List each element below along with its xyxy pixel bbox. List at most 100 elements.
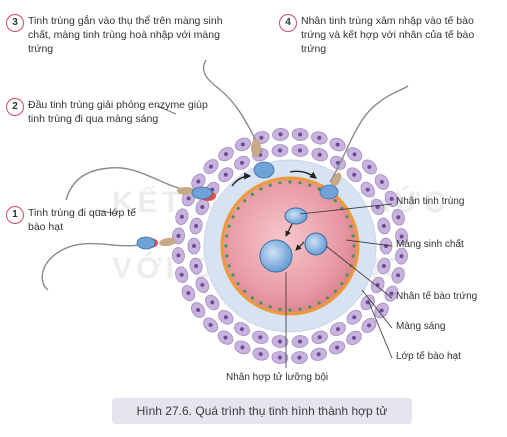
granulosa-cell-nucleus	[389, 291, 394, 296]
membrane-granule	[231, 273, 235, 277]
granulosa-cell-nucleus	[194, 224, 199, 228]
granulosa-cell-nucleus	[379, 308, 384, 313]
granulosa-cell-nucleus	[298, 148, 302, 153]
granulosa-cell-nucleus	[381, 264, 386, 268]
granulosa-cell-nucleus	[176, 233, 181, 238]
label-egg-nucleus: Nhân tế bào trứng	[396, 291, 478, 302]
label-granulosa-layer: Lớp tế bào hạt	[396, 351, 461, 362]
granulosa-cell-nucleus	[381, 224, 386, 228]
sperm-nucleus	[284, 207, 308, 225]
step-number: 3	[6, 14, 24, 32]
membrane-granule	[278, 181, 282, 185]
granulosa-cell-nucleus	[352, 152, 357, 157]
step-number: 2	[6, 98, 24, 116]
egg-nucleus	[304, 232, 328, 256]
granulosa-cell-nucleus	[179, 272, 184, 277]
arrow-sperm-to-zygote	[285, 223, 293, 237]
membrane-granule	[227, 224, 231, 228]
granulosa-cell-nucleus	[317, 135, 322, 140]
membrane-granule	[298, 307, 302, 311]
membrane-granule	[231, 215, 235, 219]
membrane-granule	[250, 192, 254, 196]
granulosa-cell-nucleus	[278, 339, 282, 344]
granulosa-cell-nucleus	[194, 264, 199, 268]
membrane-granule	[326, 296, 330, 300]
granulosa-cell-nucleus	[365, 187, 370, 192]
membrane-granule	[345, 215, 349, 219]
granulosa-cell-nucleus	[352, 315, 357, 320]
step-3: 3 Tinh trùng gắn vào thụ thể trên màng s…	[6, 14, 231, 56]
granulosa-cell-nucleus	[317, 335, 322, 340]
label-zona-pellucida: Màng sáng	[396, 321, 446, 332]
granulosa-cell-nucleus	[223, 315, 228, 320]
granulosa-cell-nucleus	[186, 196, 191, 201]
granulosa-cell-nucleus	[389, 196, 394, 201]
granulosa-cell-nucleus	[196, 179, 201, 184]
membrane-granule	[224, 244, 228, 248]
granulosa-cell-nucleus	[352, 335, 356, 340]
granulosa-cell-nucleus	[379, 180, 384, 184]
label-sperm-nucleus: Nhân tinh trùng	[396, 196, 465, 207]
granulosa-cell-nucleus	[258, 335, 263, 340]
granulosa-cell-nucleus	[258, 352, 263, 357]
membrane-granule	[236, 282, 240, 286]
granulosa-cell-nucleus	[335, 142, 340, 147]
granulosa-cell-nucleus	[367, 165, 372, 169]
step-text: Tinh trùng đi qua lớp tế bào hạt	[28, 207, 137, 233]
membrane-granule	[268, 183, 272, 187]
plasma-membrane-dots	[224, 180, 356, 312]
step-text: Tinh trùng gắn vào thụ thể trên màng sin…	[28, 15, 223, 55]
granulosa-cell-nucleus	[367, 323, 371, 328]
label-plasma-membrane: Màng sinh chất	[396, 239, 464, 250]
membrane-granule	[278, 307, 282, 311]
figure-caption: Hình 27.6. Quá trình thụ tinh hình thành…	[112, 398, 412, 424]
membrane-granule	[227, 264, 231, 268]
granulosa-cell-nucleus	[240, 345, 245, 350]
granulosa-cell-nucleus	[316, 352, 321, 357]
granulosa-cell-nucleus	[384, 244, 388, 248]
granulosa-cell-nucleus	[298, 132, 303, 137]
membrane-granule	[288, 180, 292, 184]
membrane-granule	[340, 282, 344, 286]
membrane-granule	[317, 187, 321, 191]
granulosa-cell-nucleus	[352, 172, 357, 177]
leader-lines	[285, 203, 393, 368]
step-1: 1 Tinh trùng đi qua lớp tế bào hạt	[6, 206, 156, 234]
granulosa-cell-nucleus	[208, 323, 213, 327]
membrane-granule	[268, 305, 272, 309]
sperm-heads	[136, 139, 342, 250]
membrane-granule	[259, 187, 263, 191]
diploid-zygote-nucleus	[259, 239, 293, 273]
movement-arrow-1	[231, 172, 252, 187]
granulosa-cell-nucleus	[399, 254, 404, 259]
membrane-granule	[259, 301, 263, 305]
granulosa-cell-nucleus	[200, 205, 205, 209]
granulosa-cell-nucleus	[196, 308, 201, 312]
membrane-granule	[225, 254, 229, 258]
arrow-egg-to-zygote	[295, 241, 305, 251]
granulosa-cell-nucleus	[176, 253, 181, 258]
sperm-tails	[41, 59, 409, 291]
granulosa-cell-nucleus	[224, 152, 228, 157]
granulosa-cell-nucleus	[209, 164, 213, 169]
membrane-granule	[349, 224, 353, 228]
membrane-granule	[317, 301, 321, 305]
granulosa-cell-nucleus	[179, 214, 184, 219]
step-number: 1	[6, 206, 24, 224]
granulosa-cell-nucleus	[240, 160, 244, 165]
granulosa-cell-layer	[171, 127, 409, 365]
granulosa-cell-nucleus	[396, 215, 401, 220]
membrane-granule	[333, 289, 337, 293]
granulosa-cell-nucleus	[277, 355, 282, 360]
membrane-granule	[345, 273, 349, 277]
membrane-granule	[351, 234, 355, 238]
granulosa-cell-nucleus	[259, 135, 264, 140]
membrane-granule	[351, 254, 355, 258]
granulosa-cell-nucleus	[298, 339, 302, 344]
granulosa-cell-nucleus	[223, 335, 228, 340]
granulosa-cell-nucleus	[336, 327, 340, 332]
membrane-granule	[308, 183, 312, 187]
granulosa-cell-nucleus	[200, 283, 205, 287]
step-2: 2 Đầu tinh trùng giải phóng enzyme giúp …	[6, 98, 216, 126]
